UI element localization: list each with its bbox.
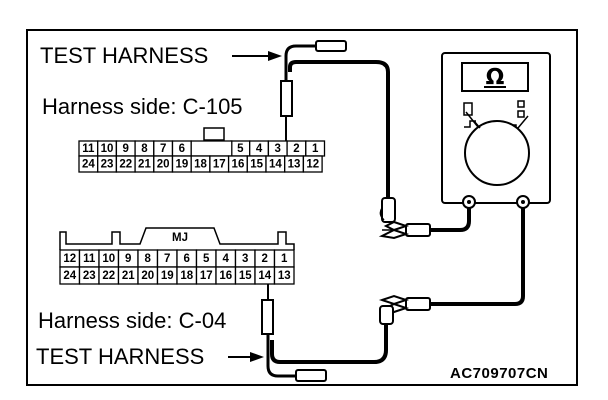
terminal-number: 11 bbox=[82, 143, 95, 155]
terminal-number: 8 bbox=[145, 253, 152, 265]
terminal-number: 2 bbox=[293, 143, 299, 155]
terminal-cell bbox=[302, 155, 323, 173]
terminal-number: 8 bbox=[141, 143, 148, 155]
multimeter: Ω bbox=[441, 52, 551, 209]
test-harness-label-top: TEST HARNESS bbox=[40, 43, 209, 68]
terminal-number: 1 bbox=[281, 253, 288, 265]
harness-plug bbox=[379, 305, 394, 325]
terminal-number: 19 bbox=[161, 270, 174, 282]
terminal-number: 5 bbox=[203, 253, 210, 265]
terminal-number: 20 bbox=[157, 159, 170, 171]
terminal-number: 14 bbox=[258, 270, 271, 282]
test-harness-lower bbox=[261, 264, 394, 382]
terminal-number: 3 bbox=[275, 143, 281, 155]
terminal-number: 24 bbox=[63, 270, 76, 282]
clip-upper bbox=[378, 220, 431, 240]
terminal-number: 16 bbox=[232, 159, 245, 171]
terminal-number: 24 bbox=[82, 159, 95, 171]
meter-lead-right bbox=[428, 208, 525, 306]
terminal-number: 9 bbox=[123, 143, 129, 155]
terminal-cell bbox=[273, 266, 295, 285]
terminal-number: 12 bbox=[306, 159, 319, 171]
label-arrow-upper bbox=[232, 51, 282, 61]
terminal-number: 10 bbox=[101, 143, 114, 155]
meter-button bbox=[517, 100, 525, 108]
harness-side-label-bottom: Harness side: C-04 bbox=[38, 308, 227, 333]
terminal-number: 13 bbox=[288, 159, 301, 171]
terminal-number: 17 bbox=[200, 270, 213, 282]
terminal-number: 23 bbox=[101, 159, 114, 171]
terminal-number: 16 bbox=[219, 270, 232, 282]
terminal-number: 5 bbox=[237, 143, 244, 155]
terminal-number: 23 bbox=[83, 270, 96, 282]
meter-button bbox=[517, 110, 525, 118]
terminal-number: 1 bbox=[312, 143, 319, 155]
test-harness-upper bbox=[280, 40, 396, 223]
terminal-number: 18 bbox=[180, 270, 193, 282]
terminal-number: 6 bbox=[179, 143, 185, 155]
terminal-cell bbox=[190, 140, 233, 157]
terminal-number: 22 bbox=[102, 270, 115, 282]
terminal-number: 19 bbox=[175, 159, 188, 171]
connector-housing bbox=[59, 227, 295, 250]
terminal-number: 14 bbox=[269, 159, 282, 171]
mj-label: MJ bbox=[172, 232, 188, 244]
ohm-symbol: Ω bbox=[486, 66, 505, 91]
terminal-number: 11 bbox=[83, 253, 96, 265]
terminal-number: 9 bbox=[125, 253, 131, 265]
terminal-number: 10 bbox=[102, 253, 115, 265]
terminal-number: 18 bbox=[194, 159, 207, 171]
figure-code: AC709707CN bbox=[450, 365, 549, 382]
meter-button bbox=[463, 102, 473, 116]
terminal-number: 12 bbox=[63, 253, 76, 265]
terminal-number: 7 bbox=[160, 143, 166, 155]
harness-plug bbox=[315, 40, 347, 52]
terminal-number: 15 bbox=[239, 270, 252, 282]
test-harness-label-bottom: TEST HARNESS bbox=[36, 344, 205, 369]
selector-dial bbox=[464, 120, 530, 186]
terminal-number: 21 bbox=[122, 270, 135, 282]
terminal-number: 22 bbox=[119, 159, 132, 171]
terminal-number: 17 bbox=[213, 159, 226, 171]
terminal-number: 15 bbox=[250, 159, 263, 171]
connector-latch bbox=[203, 127, 225, 141]
terminal-number: 4 bbox=[223, 253, 230, 265]
harness-side-label-top: Harness side: C-105 bbox=[42, 94, 243, 119]
terminal-number: 20 bbox=[141, 270, 154, 282]
label-arrow-lower bbox=[228, 352, 264, 362]
terminal-number: 7 bbox=[164, 253, 170, 265]
terminal-number: 3 bbox=[242, 253, 248, 265]
harness-plug bbox=[295, 369, 327, 382]
harness-pin bbox=[280, 80, 293, 117]
terminal-number: 2 bbox=[262, 253, 268, 265]
terminal-number: 4 bbox=[256, 143, 263, 155]
terminal-number: 21 bbox=[138, 159, 151, 171]
terminal-number: 6 bbox=[184, 253, 190, 265]
harness-pin bbox=[261, 299, 274, 335]
meter-lead-left bbox=[428, 208, 471, 232]
harness-plug bbox=[381, 197, 396, 223]
terminal-number: 13 bbox=[278, 270, 291, 282]
